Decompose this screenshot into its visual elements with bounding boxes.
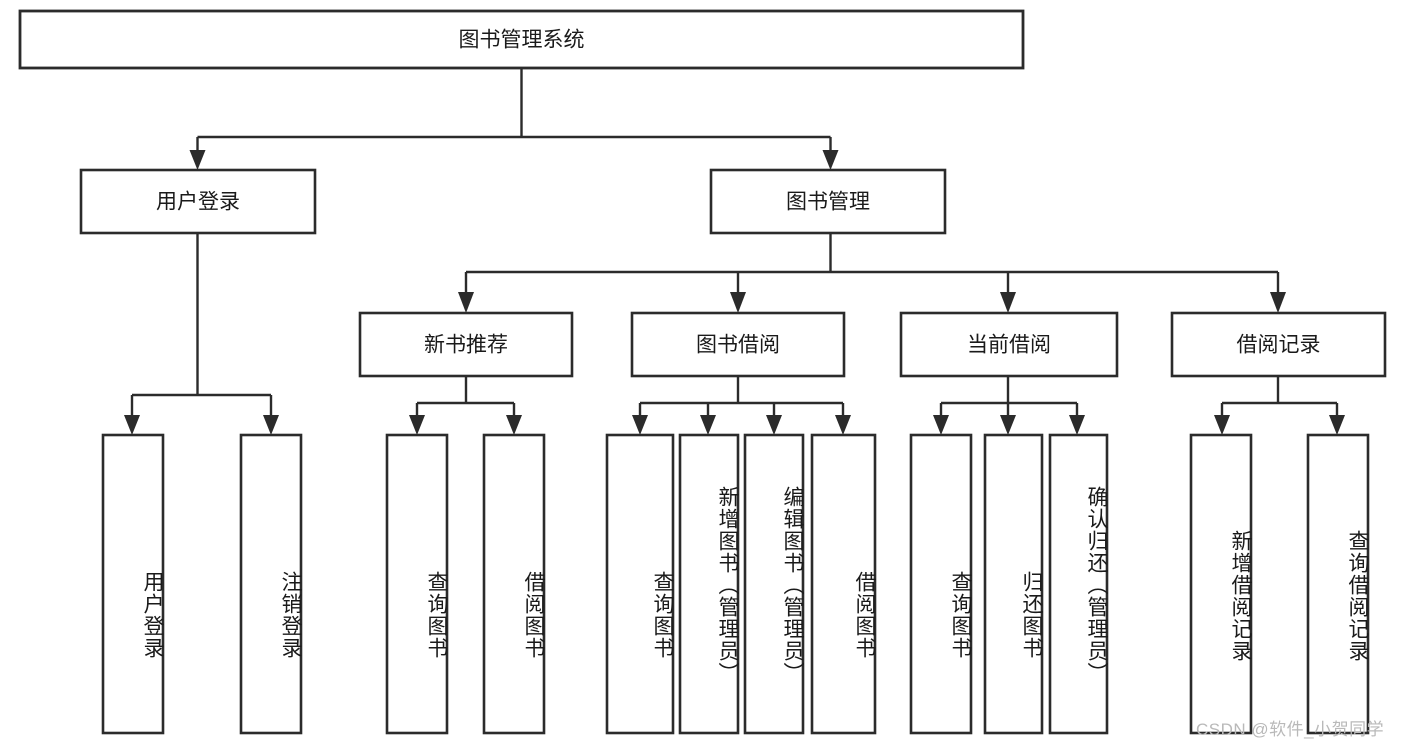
node-label-new-book: 新书推荐 xyxy=(424,334,508,357)
arrowhead-currentborrow-leaf-1 xyxy=(933,415,949,435)
node-box-leaf-user-login[interactable] xyxy=(101,433,165,735)
arrowhead-leaf-logout xyxy=(263,415,279,435)
arrowhead-bookborrow-leaf-4 xyxy=(835,415,851,435)
node-box-leaf-currentborrow-return[interactable] xyxy=(983,433,1044,735)
node-label-borrow-record: 借阅记录 xyxy=(1237,334,1321,357)
node-box-leaf-bookborrow-query[interactable] xyxy=(605,433,675,735)
arrowhead-newbook-leaf-2 xyxy=(506,415,522,435)
node-box-borrow-record[interactable] xyxy=(1170,311,1387,378)
node-box-current-borrow[interactable] xyxy=(899,311,1119,378)
arrowhead-newbook-leaf-1 xyxy=(409,415,425,435)
arrowhead-book-manage xyxy=(822,150,839,170)
arrowhead-bookborrow-leaf-2 xyxy=(700,415,716,435)
node-box-leaf-record-query[interactable] xyxy=(1306,433,1370,735)
arrowhead-new-book xyxy=(458,292,474,313)
arrowhead-currentborrow-leaf-2 xyxy=(1000,415,1016,435)
connector-group-root xyxy=(189,68,839,170)
arrowhead-user-login xyxy=(189,150,206,170)
node-label-root: 图书管理系统 xyxy=(459,29,585,52)
node-label-current-borrow: 当前借阅 xyxy=(967,334,1051,357)
node-box-user-login[interactable] xyxy=(79,168,317,235)
node-box-leaf-bookborrow-add[interactable] xyxy=(678,433,740,735)
node-box-leaf-newbook-borrow[interactable] xyxy=(482,433,546,735)
arrowhead-leaf-user-login xyxy=(124,415,140,435)
node-box-leaf-currentborrow-query[interactable] xyxy=(909,433,973,735)
node-label-book-manage: 图书管理 xyxy=(786,191,870,214)
arrowhead-book-borrow xyxy=(730,292,746,313)
node-box-root[interactable] xyxy=(18,9,1025,70)
connector-group-current-borrow xyxy=(933,376,1085,435)
arrowhead-currentborrow-leaf-3 xyxy=(1069,415,1085,435)
connector-group-new-book xyxy=(409,376,522,435)
watermark-text: CSDN @软件_小贺同学 xyxy=(1196,720,1385,739)
connector-group-borrow-record xyxy=(1214,376,1345,435)
connector-group-user-login xyxy=(124,233,279,435)
arrowhead-current-borrow xyxy=(1000,292,1016,313)
node-box-book-borrow[interactable] xyxy=(630,311,846,378)
node-box-leaf-bookborrow-edit[interactable] xyxy=(743,433,805,735)
connector-group-book-borrow xyxy=(632,376,851,435)
arrowhead-borrow-record xyxy=(1270,292,1286,313)
node-box-leaf-currentborrow-confirm[interactable] xyxy=(1048,433,1109,735)
arrowhead-bookborrow-leaf-3 xyxy=(766,415,782,435)
arrowhead-bookborrow-leaf-1 xyxy=(632,415,648,435)
node-box-leaf-newbook-query[interactable] xyxy=(385,433,449,735)
node-box-leaf-logout[interactable] xyxy=(239,433,303,735)
node-box-new-book[interactable] xyxy=(358,311,574,378)
arrowhead-borrowrecord-leaf-1 xyxy=(1214,415,1230,435)
node-label-book-borrow: 图书借阅 xyxy=(696,334,780,357)
node-box-book-manage[interactable] xyxy=(709,168,947,235)
node-box-leaf-record-add[interactable] xyxy=(1189,433,1253,735)
connector-group-book-manage xyxy=(458,233,1286,313)
node-box-leaf-bookborrow-borrow[interactable] xyxy=(810,433,877,735)
node-label-user-login: 用户登录 xyxy=(156,191,240,214)
arrowhead-borrowrecord-leaf-2 xyxy=(1329,415,1345,435)
